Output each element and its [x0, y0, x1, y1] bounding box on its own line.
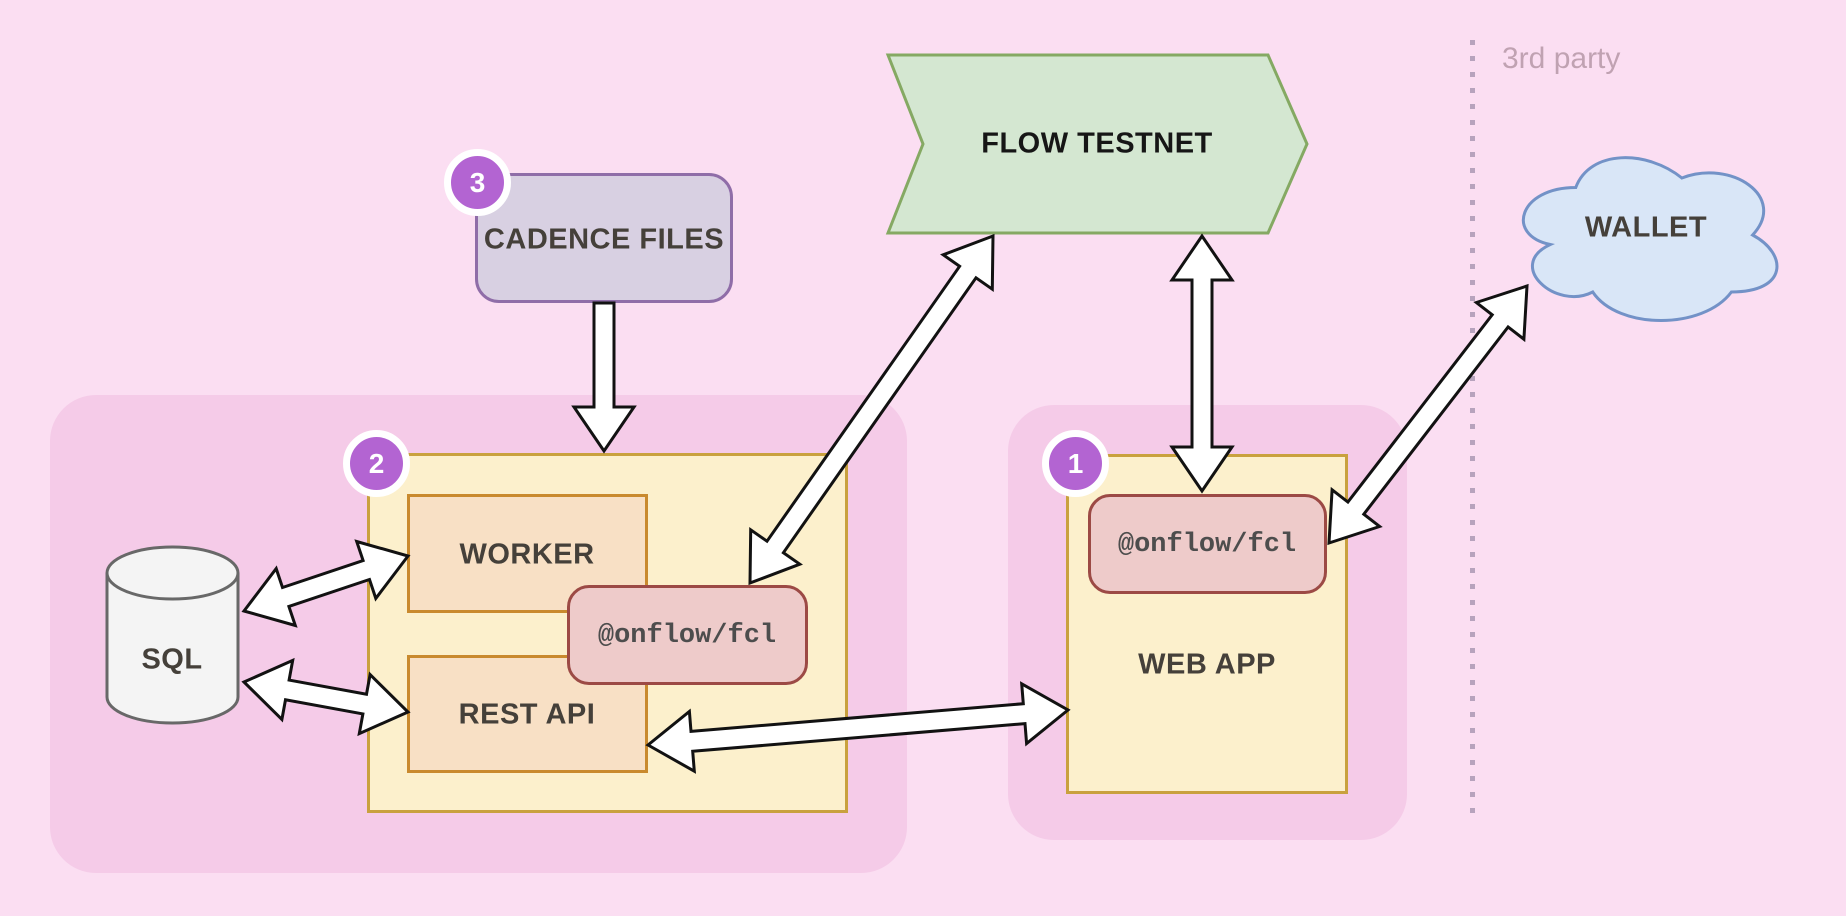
arrow-cadence-files-to-worker-service — [571, 301, 637, 454]
worker-fcl-badge — [567, 585, 808, 685]
arrow-sql-to-worker — [241, 539, 411, 628]
arrow-rest-api-to-web-app — [645, 681, 1071, 774]
web-app-fcl-badge — [1088, 494, 1327, 594]
arrow-worker-fcl-to-flow-testnet — [748, 233, 995, 586]
third-party-divider-line — [1470, 40, 1475, 820]
worker-fcl-label: @onflow/fcl — [597, 621, 777, 651]
sql-cylinder-shape — [105, 545, 240, 725]
step-badge-3: 3 — [444, 149, 511, 216]
wallet-label: WALLET — [1584, 211, 1708, 244]
web-app-fcl-label: @onflow/fcl — [1117, 530, 1297, 560]
sql-label: SQL — [141, 643, 203, 676]
flow-testnet-label: FLOW TESTNET — [981, 127, 1213, 160]
rest-api-label: REST API — [458, 698, 596, 731]
cadence-files-label: CADENCE FILES — [483, 223, 725, 256]
worker-label: WORKER — [459, 538, 595, 571]
step-badge-1: 1 — [1042, 430, 1109, 497]
wallet-cloud-shape — [1521, 156, 1779, 322]
arrow-flow-testnet-to-webapp-fcl — [1169, 233, 1235, 494]
third-party-label: 3rd party — [1502, 42, 1621, 75]
arrow-webapp-fcl-to-wallet — [1327, 283, 1529, 546]
cadence-files-box — [475, 173, 733, 303]
step-badge-2: 2 — [343, 430, 410, 497]
web-app-label: WEB APP — [1138, 648, 1276, 681]
flow-testnet-shape — [885, 53, 1309, 235]
sql-cylinder-top-edge — [105, 572, 240, 601]
arrow-sql-to-rest-api — [241, 657, 411, 737]
